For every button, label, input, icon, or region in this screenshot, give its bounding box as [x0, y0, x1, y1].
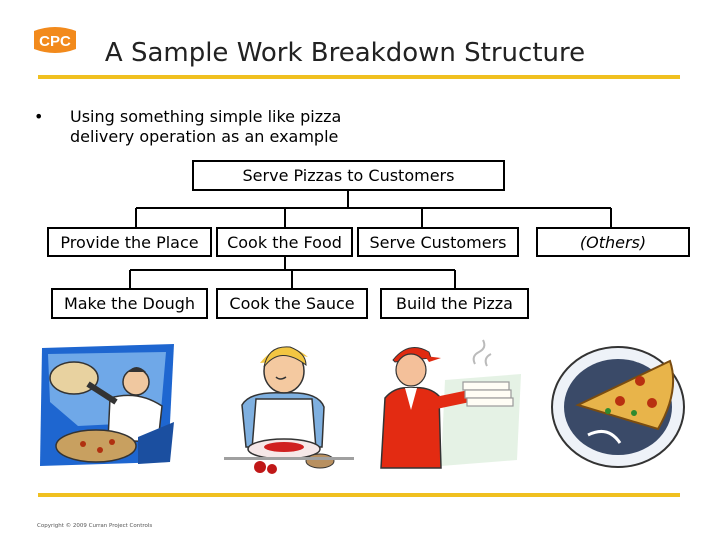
copyright-text: Copyright © 2009 Curran Project Controls [37, 523, 153, 529]
bullet-dot: • [34, 107, 44, 126]
svg-text:CPC: CPC [39, 33, 71, 50]
wbs-box-provide-place: Provide the Place [47, 227, 212, 257]
wbs-box-serve-customers: Serve Customers [357, 227, 519, 257]
cpc-logo: CPC [34, 27, 76, 53]
wbs-box-build-pizza: Build the Pizza [380, 288, 529, 319]
title-divider [38, 75, 680, 79]
wbs-box-others: (Others) [536, 227, 690, 257]
wbs-box-make-dough: Make the Dough [51, 288, 208, 319]
wbs-root-box: Serve Pizzas to Customers [192, 160, 505, 191]
wbs-box-cook-food: Cook the Food [216, 227, 353, 257]
wbs-box-cook-sauce: Cook the Sauce [216, 288, 368, 319]
pizza-plate-illustration [551, 346, 685, 468]
bullet-text: Using something simple like pizza delive… [70, 107, 342, 146]
pizza-delivery-illustration [380, 339, 521, 469]
chef-cooking-illustration [224, 346, 354, 474]
slide-title: A Sample Work Breakdown Structure [104, 38, 586, 68]
footer-divider [38, 493, 680, 497]
dough-tossing-illustration [40, 344, 174, 466]
